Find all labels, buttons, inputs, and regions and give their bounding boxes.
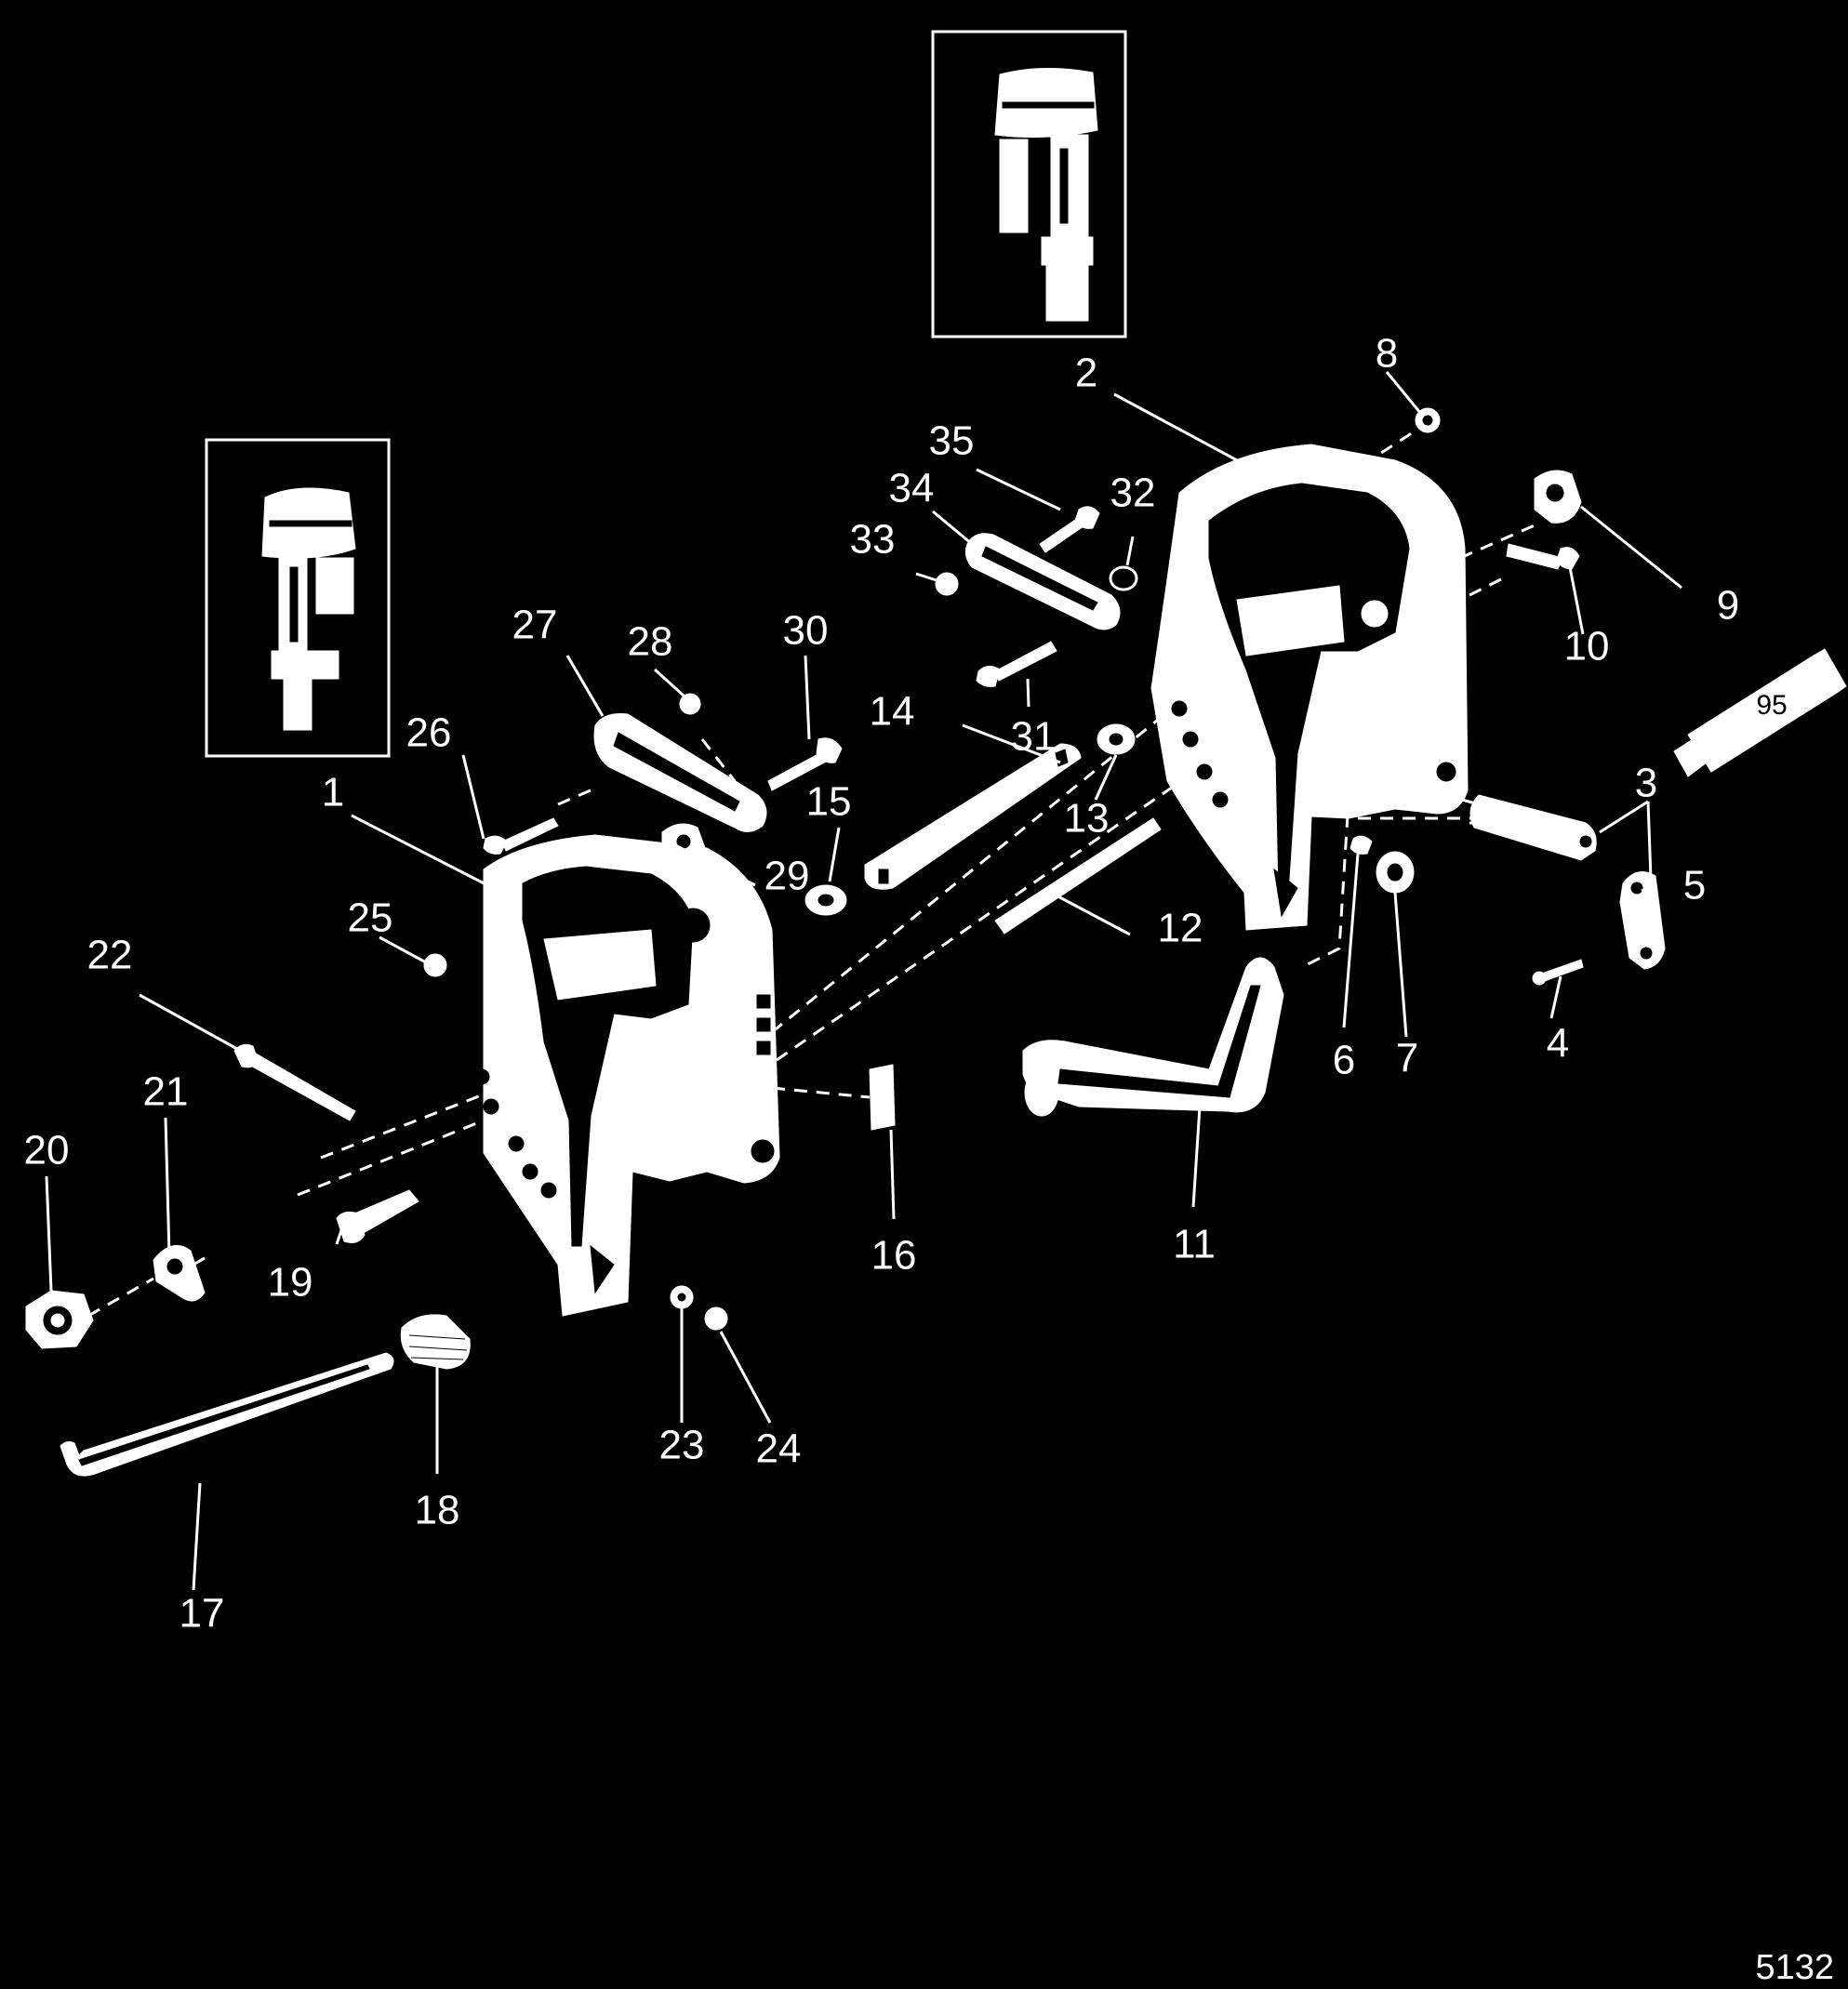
callout-label: 1 [322, 770, 344, 815]
callout-label: 7 [1396, 1036, 1418, 1081]
handle-part [1022, 957, 1284, 1117]
nut-29 [661, 823, 706, 862]
nut-33 [935, 572, 959, 596]
callout-label: 12 [1158, 906, 1203, 951]
rod-part [994, 817, 1162, 935]
plate-16 [869, 1064, 896, 1131]
callout-label: 18 [415, 1488, 460, 1533]
sleeve-3 [1469, 794, 1597, 861]
callout-label: 33 [850, 517, 896, 563]
cap-nut-9 [1534, 470, 1582, 524]
nut-25 [423, 953, 447, 977]
callout-label: 11 [1173, 1222, 1216, 1267]
washer-13 [1097, 723, 1136, 755]
tilt-lever-rod [60, 1352, 394, 1477]
inset-outboard-view-left [205, 438, 391, 758]
callout-label: 10 [1564, 624, 1610, 670]
callout-label: 16 [871, 1233, 917, 1279]
callout-label: 32 [1110, 471, 1156, 516]
callout-label: 31 [1011, 714, 1057, 760]
callout-label: 14 [870, 689, 915, 735]
callout-leader-lines [45, 371, 1682, 1591]
nut-24 [704, 1306, 728, 1331]
bolt-26 [483, 817, 559, 855]
callout-label: 19 [268, 1260, 313, 1306]
nut-8 [1415, 407, 1441, 433]
outboard-motor-illustration-top [994, 67, 1098, 322]
link-34 [964, 533, 1121, 630]
bolt-22 [233, 1043, 356, 1121]
callout-label: 25 [348, 895, 393, 941]
ring-32 [1109, 565, 1138, 591]
tilt-tube-part [864, 743, 1082, 890]
bolt-35 [1039, 506, 1100, 553]
bolt-6 [1349, 835, 1373, 855]
callout-label: 4 [1547, 1021, 1569, 1067]
lock-nut-part [25, 1290, 94, 1349]
washer-7 [1376, 851, 1415, 894]
tab-washer-part [153, 1244, 206, 1302]
spring-part [400, 1314, 471, 1370]
callout-label: 13 [1064, 796, 1110, 842]
callout-label: 15 [806, 779, 852, 825]
clamp-bracket-right [1150, 444, 1469, 931]
callout-label: 27 [512, 603, 558, 648]
callout-label: 26 [406, 710, 452, 756]
clamp-bracket-left [473, 834, 780, 1317]
callout-label: 6 [1333, 1038, 1355, 1083]
callout-label: 28 [628, 619, 673, 665]
bracket-5 [1619, 871, 1666, 970]
bolt-10 [1506, 543, 1580, 570]
callout-label: 8 [1376, 331, 1398, 377]
nut-28 [679, 693, 701, 715]
outboard-motor-illustration-left [261, 487, 356, 731]
callout-label: 9 [1717, 583, 1739, 629]
callout-label: 24 [756, 1426, 802, 1472]
grease-tube-icon: 95 [1673, 648, 1847, 777]
part-number-callouts: 1 2 3 4 5 6 7 8 9 10 11 12 13 14 15 16 1… [24, 331, 1740, 1637]
callout-label: 23 [659, 1423, 705, 1468]
callout-label: 3 [1635, 761, 1657, 806]
screw-4 [1532, 959, 1584, 986]
washer-23 [670, 1285, 694, 1309]
assembly-dashed-lines [87, 424, 1536, 1318]
callout-label: 21 [143, 1069, 189, 1115]
grease-tube-label: 95 [1756, 690, 1787, 721]
callout-label: 20 [24, 1128, 70, 1174]
callout-label: 22 [87, 933, 133, 978]
bolt-31 [976, 641, 1057, 687]
bolt-19 [336, 1189, 419, 1243]
bracket-plate-27 [593, 713, 767, 832]
callout-label: 5 [1683, 863, 1706, 908]
callout-label: 29 [764, 854, 810, 899]
inset-outboard-view-top [931, 30, 1127, 338]
callout-label: 2 [1075, 351, 1097, 396]
callout-label: 17 [179, 1591, 225, 1637]
figure-id: 5132 [1755, 1948, 1834, 1987]
bolt-30 [767, 737, 843, 791]
callout-label: 35 [929, 418, 975, 464]
callout-label: 34 [889, 466, 935, 511]
washer-15 [804, 884, 847, 916]
callout-label: 30 [783, 608, 829, 654]
